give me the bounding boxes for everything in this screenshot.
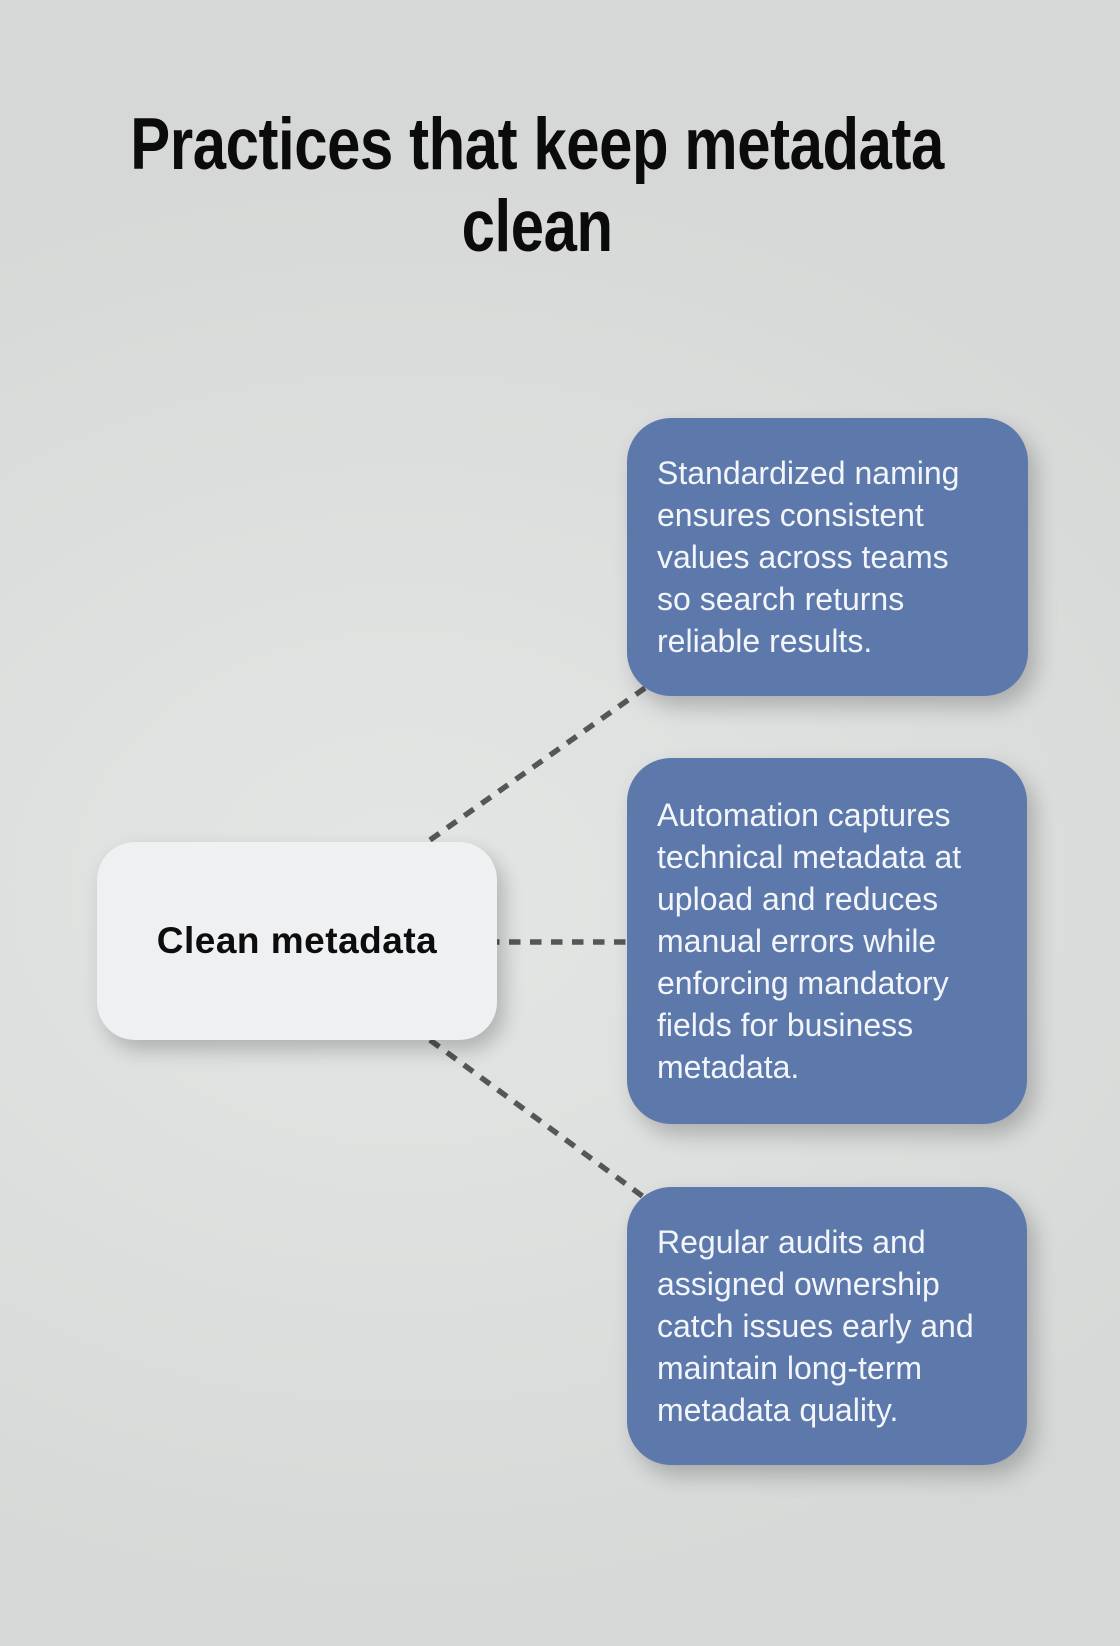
- page-title: Practices that keep metadata clean: [0, 104, 1074, 268]
- branch-text-standardized-naming: Standardized naming ensures consistent v…: [657, 455, 960, 659]
- branch-box-automation: Automation captures technical metadata a…: [627, 758, 1027, 1124]
- branch-box-standardized-naming: Standardized naming ensures consistent v…: [627, 418, 1028, 696]
- central-node-clean-metadata: Clean metadata: [97, 842, 497, 1040]
- connector-branch-3-line: [428, 1037, 647, 1201]
- page-title-text: Practices that keep metadata clean: [130, 104, 944, 267]
- connector-branch-1-line: [428, 685, 647, 843]
- branch-text-automation: Automation captures technical metadata a…: [657, 797, 962, 1085]
- branch-text-regular-audits: Regular audits and assigned ownership ca…: [657, 1224, 974, 1428]
- central-node-label: Clean metadata: [156, 920, 438, 961]
- branch-box-regular-audits: Regular audits and assigned ownership ca…: [627, 1187, 1027, 1465]
